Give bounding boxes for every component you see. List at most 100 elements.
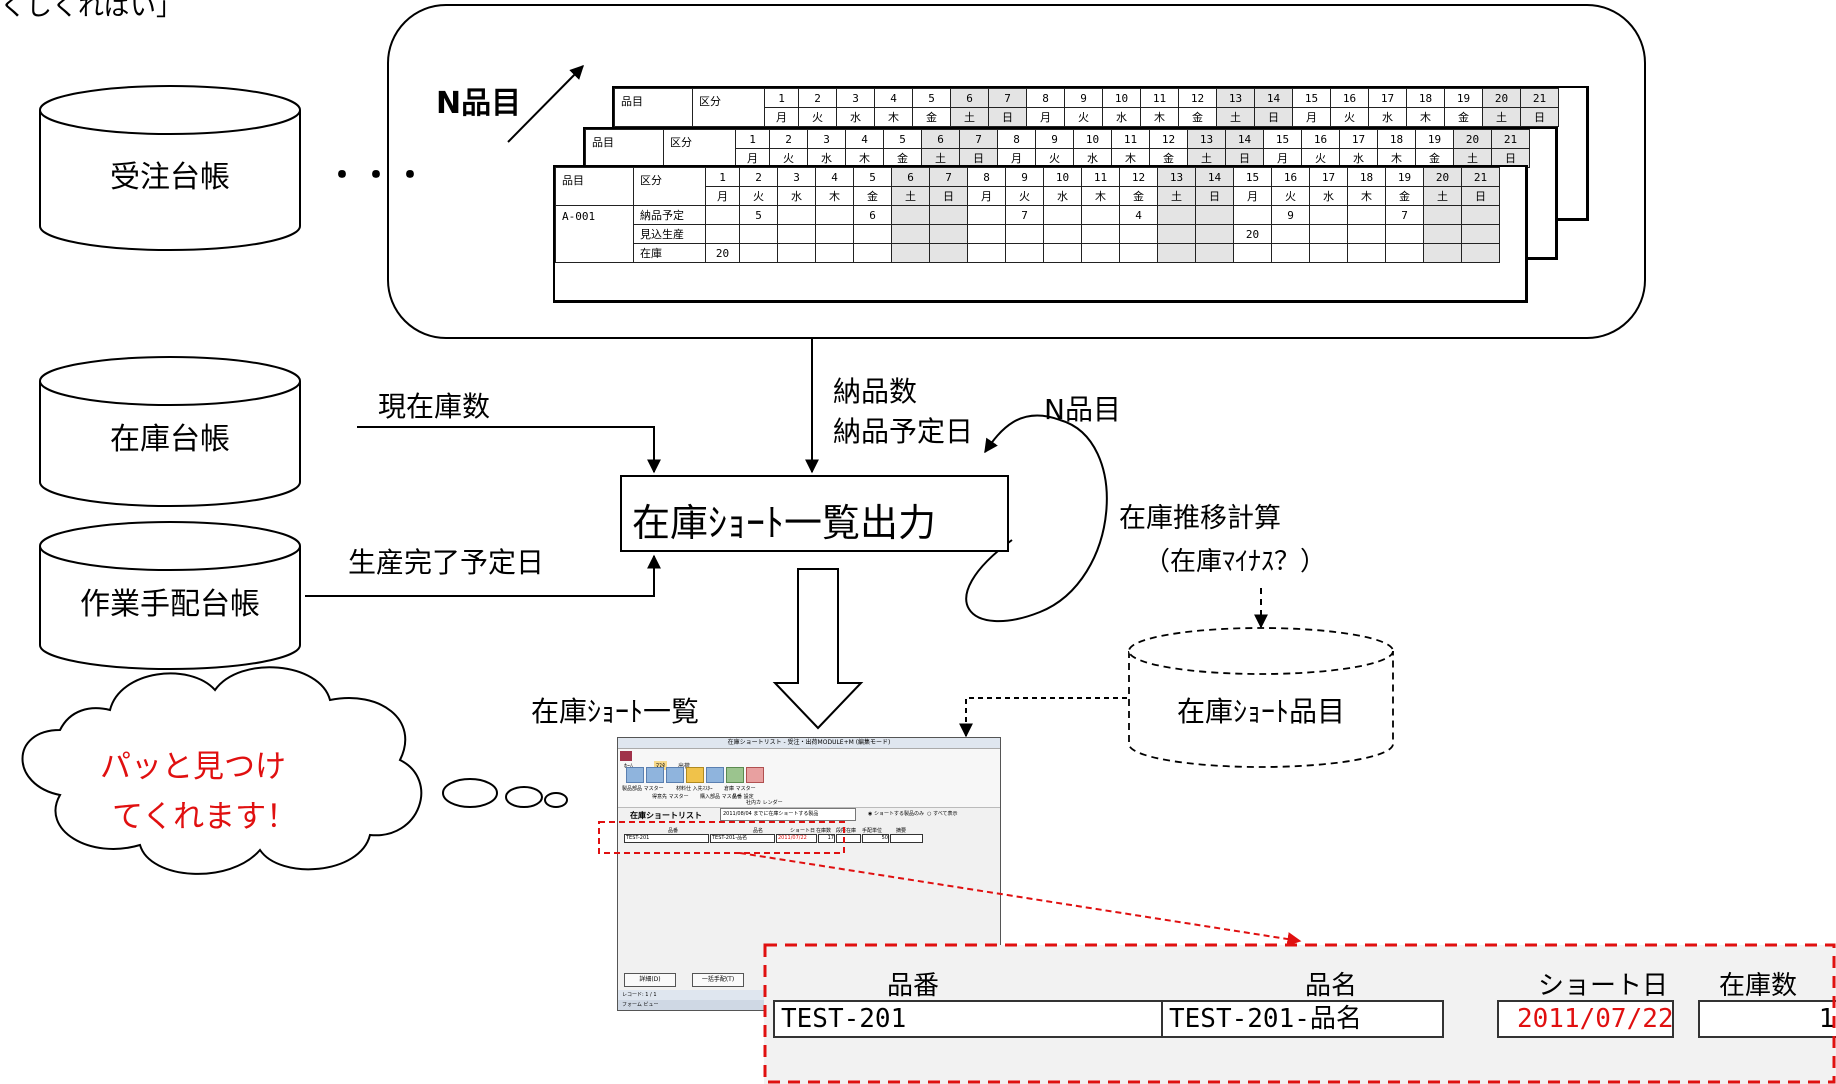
- ribbon-btn-label-1: 製品部品 マスター: [622, 786, 664, 792]
- value-cell: [1423, 243, 1462, 263]
- zoom-name-cell: TEST-201-品名: [1161, 1000, 1444, 1038]
- row-note-cell[interactable]: [890, 834, 923, 843]
- col-header-site-stock: 段所在庫: [836, 828, 857, 834]
- row-code-cell[interactable]: TEST-201: [624, 834, 709, 843]
- day-number-cell: 12: [1178, 88, 1217, 108]
- weekday-cell: 水: [1102, 107, 1141, 127]
- day-number-cell: 15: [1292, 88, 1331, 108]
- ribbon-btn-icon-3[interactable]: [666, 767, 684, 783]
- n-items-label: N品目: [436, 86, 522, 121]
- day-number-cell: 2: [739, 167, 778, 187]
- col-header-code: 品番: [668, 828, 679, 834]
- ribbon-btn-icon-5[interactable]: [706, 767, 724, 783]
- weekday-cell: 金: [912, 107, 951, 127]
- day-number-cell: 12: [1119, 167, 1158, 187]
- ribbon-btn-icon-4[interactable]: [686, 767, 704, 783]
- day-number-cell: 19: [1444, 88, 1483, 108]
- value-cell: [891, 224, 930, 244]
- filter-radios[interactable]: ◉ ショートする製品のみ ○ すべて表示: [868, 811, 958, 817]
- ribbon-btn-label-4: 購入部品 マスター: [700, 794, 742, 800]
- weekday-cell: 月: [1292, 107, 1331, 127]
- ribbon-btn-icon-1[interactable]: [626, 767, 644, 783]
- row-label-cell: 在庫: [633, 243, 706, 263]
- form-title: 在庫ショートリスト: [630, 811, 702, 820]
- radio-show-all[interactable]: すべて表示: [933, 811, 958, 817]
- col-header-unit: 手配単位: [862, 828, 883, 834]
- row-name-cell[interactable]: TEST-201-品名: [710, 834, 775, 843]
- day-number-cell: 14: [1254, 88, 1293, 108]
- weekday-cell: 日: [959, 148, 998, 168]
- value-cell: [1385, 243, 1424, 263]
- ribbon-tab-master[interactable]: ﾏｽﾀ: [654, 761, 668, 770]
- value-cell: [739, 224, 778, 244]
- value-cell: [967, 205, 1006, 225]
- value-cell: [739, 243, 778, 263]
- value-cell: [1081, 224, 1120, 244]
- ribbon-btn-icon-6[interactable]: [726, 767, 744, 783]
- value-cell: [1195, 243, 1234, 263]
- value-cell: [777, 205, 816, 225]
- weekday-cell: 木: [1081, 186, 1120, 206]
- row-label-cell: 納品予定: [633, 205, 706, 225]
- day-number-cell: 1: [705, 167, 740, 187]
- day-number-cell: 15: [1263, 129, 1302, 149]
- zoom-code-cell: TEST-201: [773, 1000, 1165, 1038]
- ribbon-btn-icon-2[interactable]: [646, 767, 664, 783]
- radio-short-only[interactable]: ショートする製品のみ: [873, 811, 924, 817]
- filter-field[interactable]: 2011/08/04 までに在庫ショートする製品: [720, 808, 856, 821]
- row-date-cell[interactable]: 2011/07/22: [776, 834, 817, 843]
- category-header-cell: 区分: [633, 167, 706, 206]
- day-number-cell: 10: [1073, 129, 1112, 149]
- ribbon-tab-ship[interactable]: 出荷: [678, 763, 691, 770]
- weekday-cell: 火: [1005, 186, 1044, 206]
- weekday-cell: 木: [815, 186, 854, 206]
- value-cell: [815, 243, 854, 263]
- order-ledger-label: 受注台帳: [110, 160, 230, 195]
- row-qty-cell[interactable]: 17: [818, 834, 835, 843]
- bulk-order-button[interactable]: 一括手配(T): [692, 973, 744, 987]
- value-cell: [815, 224, 854, 244]
- value-cell: 5: [739, 205, 778, 225]
- value-cell: [1195, 205, 1234, 225]
- day-number-cell: 11: [1081, 167, 1120, 187]
- weekday-cell: 火: [739, 186, 778, 206]
- day-number-cell: 11: [1111, 129, 1150, 149]
- value-cell: [1423, 224, 1462, 244]
- weekday-cell: 日: [988, 107, 1027, 127]
- detail-button[interactable]: 詳細(D): [624, 973, 676, 987]
- short-items-cylinder: [1128, 627, 1394, 768]
- item-header-cell: 品目: [614, 88, 693, 127]
- day-number-cell: 19: [1415, 129, 1454, 149]
- day-number-cell: 6: [921, 129, 960, 149]
- value-cell: [1461, 205, 1500, 225]
- work-ledger-cylinder: [39, 521, 301, 670]
- weekday-cell: 月: [967, 186, 1006, 206]
- day-number-cell: 13: [1216, 88, 1255, 108]
- ribbon-btn-icon-7[interactable]: [746, 767, 764, 783]
- day-number-cell: 5: [883, 129, 922, 149]
- value-cell: [1385, 224, 1424, 244]
- row-unit-cell[interactable]: 50: [862, 834, 889, 843]
- day-number-cell: 17: [1339, 129, 1378, 149]
- weekday-cell: 木: [1406, 107, 1445, 127]
- value-cell: [1233, 205, 1272, 225]
- day-number-cell: 10: [1102, 88, 1141, 108]
- day-number-cell: 9: [1005, 167, 1044, 187]
- short-items-label: 在庫ｼｮｰﾄ品目: [1176, 695, 1345, 728]
- zoom-header-name: 品名: [1305, 971, 1358, 1001]
- ribbon-tab-home[interactable]: ﾎｰﾑ: [624, 761, 633, 770]
- delivery-qty-label: 納品数: [833, 375, 918, 408]
- day-number-cell: 17: [1368, 88, 1407, 108]
- weekday-cell: 土: [1482, 107, 1521, 127]
- weekday-cell: 日: [1195, 186, 1234, 206]
- day-number-cell: 2: [798, 88, 837, 108]
- day-number-cell: 8: [967, 167, 1006, 187]
- item-header-cell: 品目: [585, 129, 664, 168]
- day-number-cell: 7: [988, 88, 1027, 108]
- weekday-cell: 水: [1368, 107, 1407, 127]
- value-cell: [1157, 243, 1196, 263]
- row-site-cell[interactable]: [836, 834, 861, 843]
- app-icon: [620, 751, 632, 761]
- weekday-cell: 日: [929, 186, 968, 206]
